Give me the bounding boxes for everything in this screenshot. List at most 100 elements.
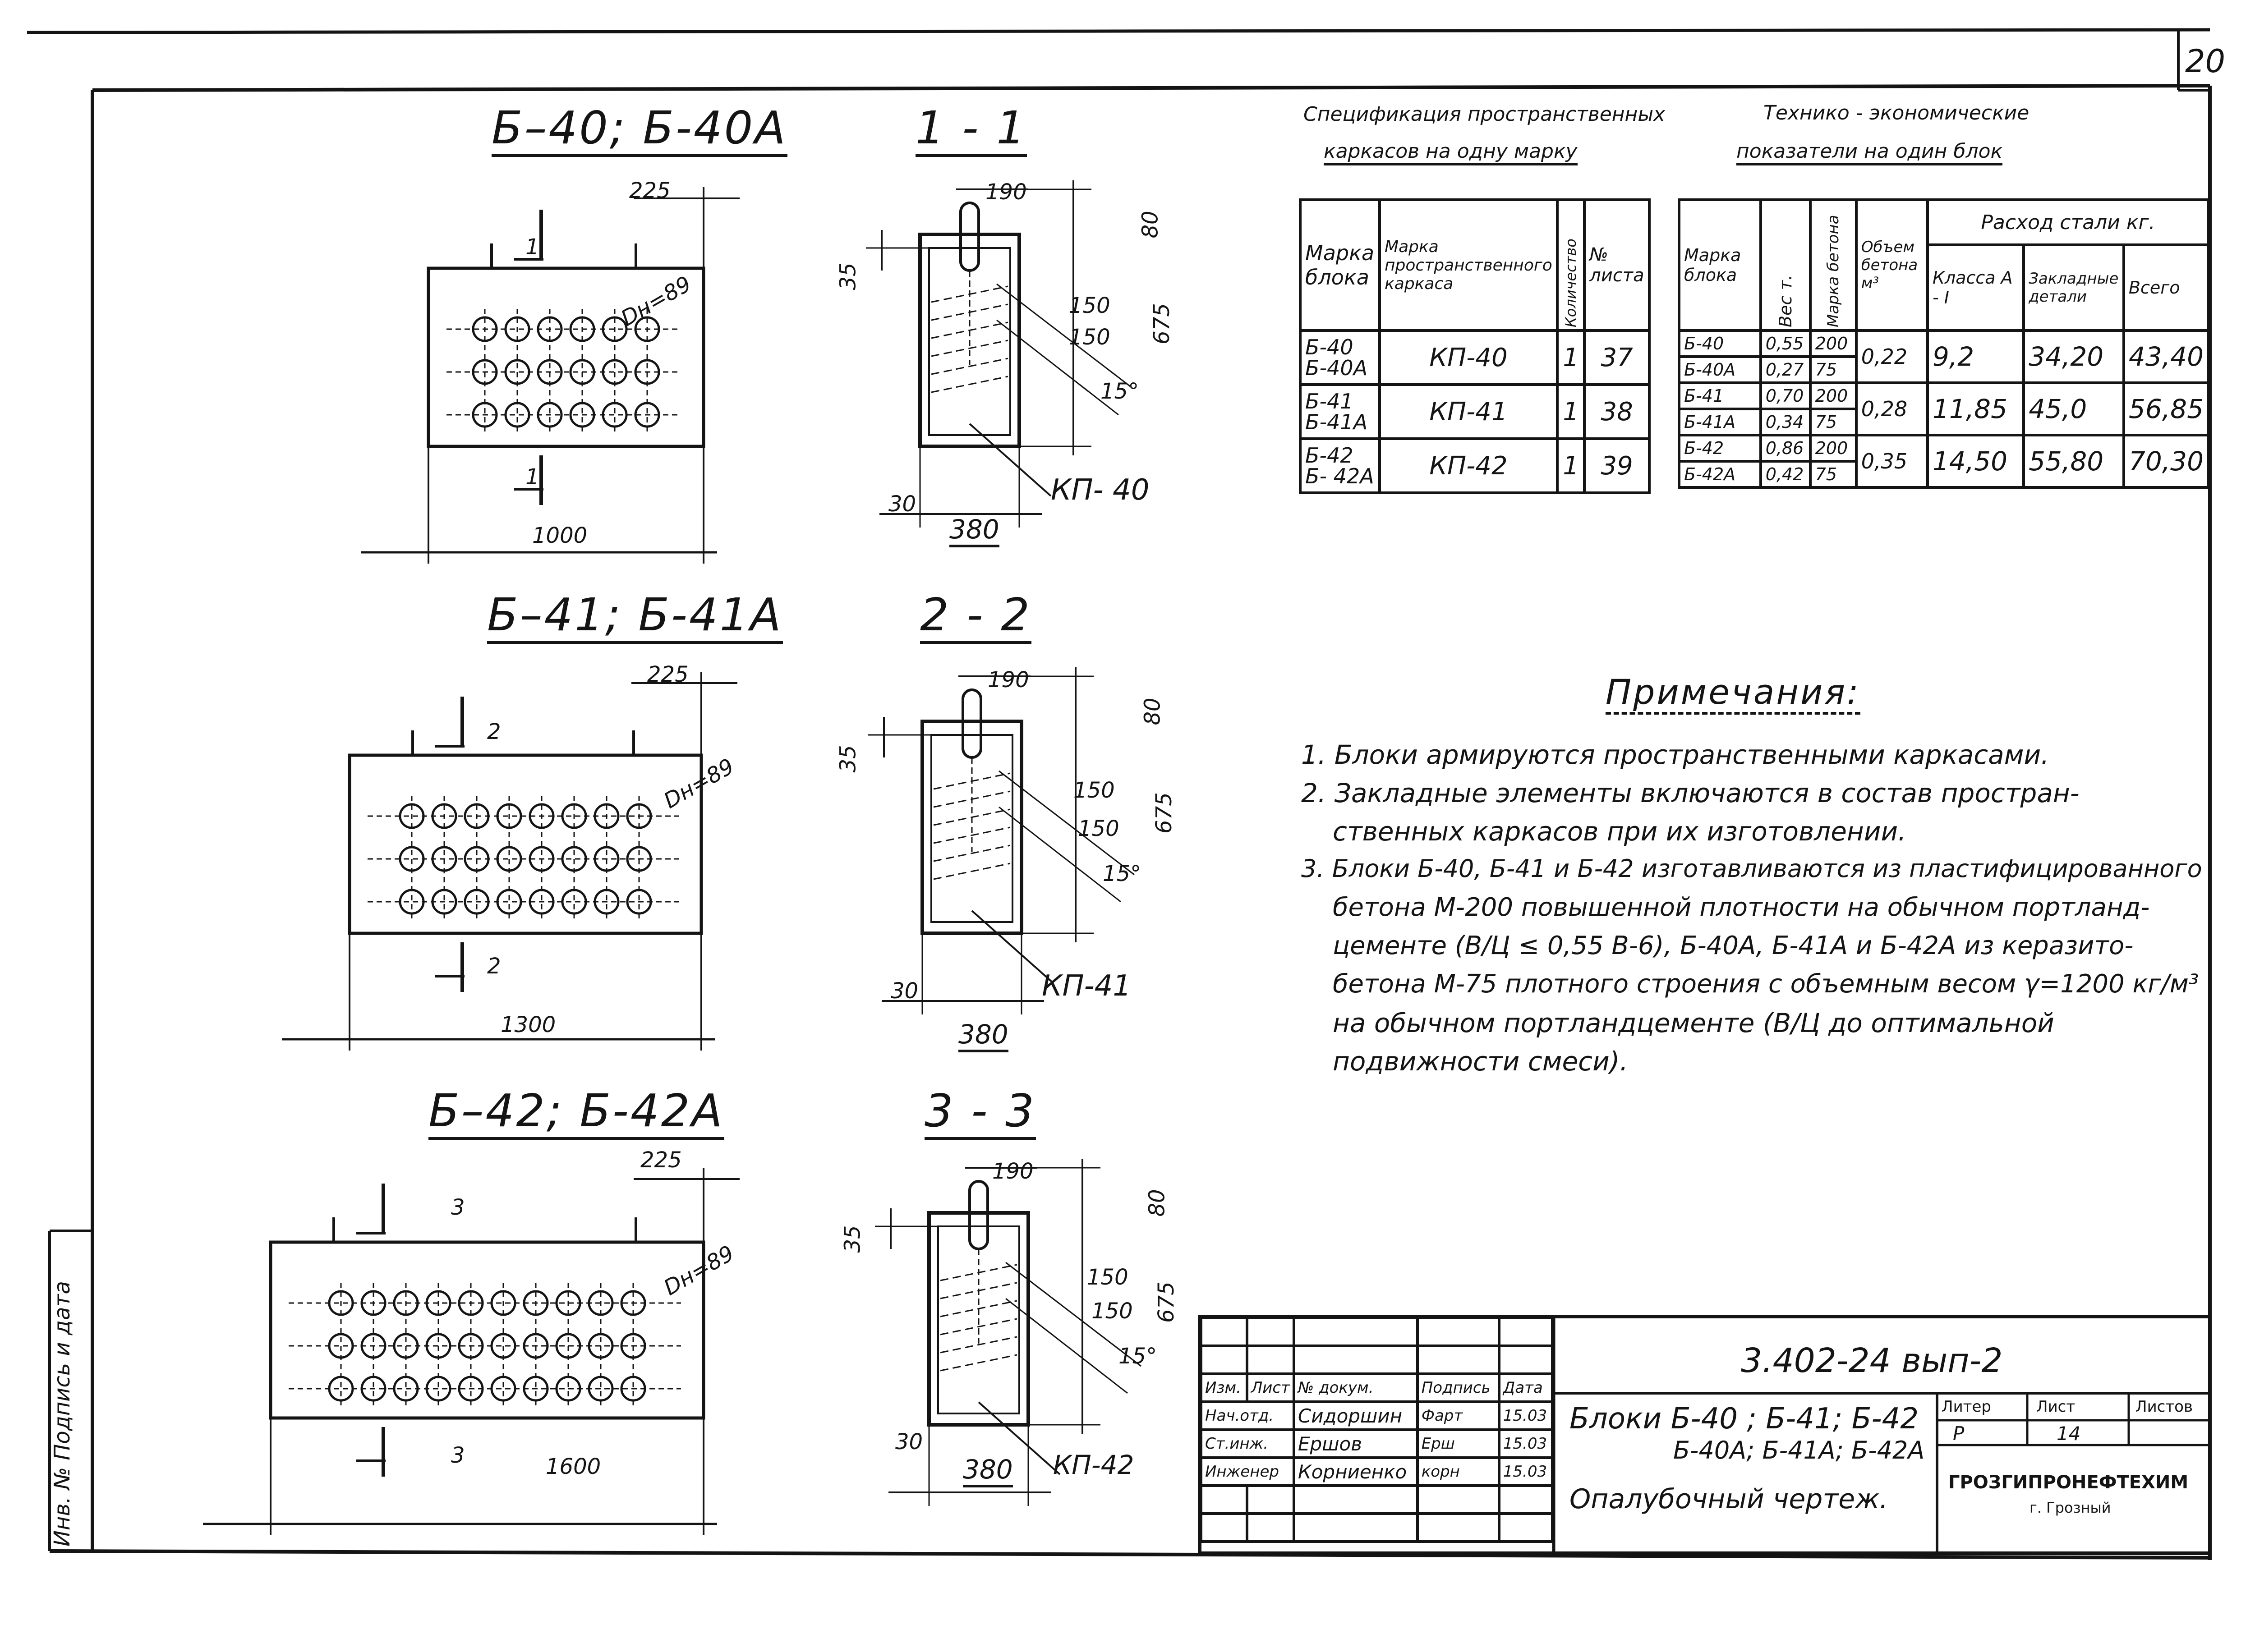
hatch-line	[931, 376, 1008, 393]
hole	[458, 1290, 484, 1316]
hatch-line	[933, 844, 1011, 862]
hole	[620, 1333, 646, 1359]
tech-group-total: 43,40	[2122, 329, 2210, 384]
tech-group-volume: 0,22	[1855, 329, 1929, 384]
tech-row-mark: Б-41	[1678, 381, 1762, 410]
spec-row-frame: КП-42	[1378, 437, 1559, 494]
section-outline	[920, 720, 1023, 935]
stamp-doc-code: 3.402-24 вып-2	[1741, 1341, 2003, 1380]
stamp-title-line1: Блоки Б-40 ; Б-41; Б-42	[1569, 1402, 1919, 1436]
stamp-header-sheet: Лист	[1245, 1372, 1295, 1403]
hole	[634, 316, 660, 342]
hatch-line	[933, 772, 1011, 790]
hole	[472, 402, 498, 428]
hole	[425, 1333, 451, 1359]
sec1-150a: 150	[1069, 293, 1110, 318]
sec1-30: 30	[888, 491, 916, 517]
hatch-line	[940, 1318, 1017, 1335]
leader-line	[978, 1401, 1061, 1475]
cut-bottom-3: 3	[451, 1443, 465, 1468]
hole	[472, 359, 498, 385]
stamp-header-change: Изм.	[1200, 1372, 1248, 1403]
dimension-line	[1005, 1298, 1128, 1394]
hole	[634, 359, 660, 385]
hole	[529, 803, 555, 829]
rebar-cage	[928, 247, 1011, 436]
dim-225-b40: 225	[629, 178, 671, 203]
stamp-signature: Фарт	[1416, 1400, 1500, 1431]
hole	[594, 846, 620, 872]
sec2-top-dim: 190	[988, 667, 1029, 693]
hole	[588, 1333, 614, 1359]
sec2-380: 380	[958, 1019, 1008, 1052]
tech-header-steel: Расход стали кг.	[1926, 198, 2210, 246]
tech-header-mark: Марка блока	[1678, 198, 1762, 332]
hole	[360, 1290, 387, 1316]
spec-header-mark: Марка блока	[1298, 198, 1381, 332]
tech-row-mark: Б-42	[1678, 434, 1762, 463]
spec-header-frame: Марка пространственного каркаса	[1378, 198, 1559, 332]
hole	[490, 1333, 516, 1359]
tech-row-weight: 0,70	[1759, 381, 1812, 410]
hole	[399, 846, 425, 872]
hole	[594, 889, 620, 915]
tech-group-volume: 0,35	[1855, 434, 1929, 489]
hole	[561, 889, 587, 915]
hatch-line	[931, 303, 1008, 321]
block-outline	[427, 266, 705, 448]
dimension-line	[999, 770, 1135, 876]
block-title-b41: Б–41; Б-41А	[487, 588, 783, 644]
tech-row-grade: 75	[1809, 460, 1858, 489]
dim-225-b41: 225	[647, 662, 689, 687]
cut-top-2: 2	[487, 719, 501, 744]
hole	[328, 1376, 354, 1402]
note-line: бетона М-75 плотного строения с объемным…	[1333, 969, 2199, 999]
stamp-header-sign: Подпись	[1416, 1372, 1500, 1403]
hole	[360, 1333, 387, 1359]
stamp-date: 15.03	[1497, 1456, 1554, 1487]
hatch-line	[940, 1336, 1017, 1354]
dimension-line	[999, 806, 1121, 903]
section-title-2: 2 - 2	[920, 588, 1031, 644]
frame-kp40: КП- 40	[1051, 473, 1150, 507]
width-b41: 1300	[501, 1012, 556, 1037]
hole	[594, 803, 620, 829]
tech-row-weight: 0,27	[1759, 355, 1812, 384]
hole	[569, 316, 595, 342]
hatch-line	[940, 1354, 1017, 1372]
hole	[523, 1333, 549, 1359]
tech-group-total: 56,85	[2122, 381, 2210, 436]
stamp-title-line3: Опалубочный чертеж.	[1569, 1483, 1888, 1515]
spec-title-line1: Спецификация пространственных	[1303, 103, 1666, 126]
stamp-signature: Ерш	[1416, 1428, 1500, 1459]
hole	[431, 889, 457, 915]
tech-row-mark: Б-41А	[1678, 408, 1762, 436]
cut-top-3: 3	[451, 1195, 465, 1220]
cut-bottom-1: 1	[525, 464, 539, 490]
hole	[634, 402, 660, 428]
hole	[620, 1290, 646, 1316]
sec3-top-dim: 190	[992, 1159, 1034, 1184]
spec-row-qty: 1	[1555, 329, 1586, 386]
hole	[490, 1290, 516, 1316]
section-outline	[918, 233, 1021, 448]
sec1-15deg: 15°	[1100, 379, 1139, 404]
rebar-cage	[930, 734, 1013, 923]
stamp-name: Корниенко	[1292, 1456, 1419, 1487]
spec-table: Марка блока Марка пространственного карк…	[1298, 198, 1651, 494]
hole	[490, 1376, 516, 1402]
hole	[431, 803, 457, 829]
hole	[602, 402, 628, 428]
tech-row-mark: Б-40А	[1678, 355, 1762, 384]
rebar-cage	[937, 1225, 1020, 1414]
tech-title-line2: показатели на один блок	[1736, 140, 2003, 165]
hatch-line	[931, 358, 1008, 375]
spec-row-frame: КП-41	[1378, 383, 1559, 440]
stamp-sheet-header: Лист	[2036, 1398, 2076, 1416]
sec3-30: 30	[895, 1429, 923, 1455]
note-line: 2. Закладные элементы включаются в соста…	[1301, 778, 2080, 808]
hole	[626, 803, 652, 829]
tech-row-grade: 75	[1809, 408, 1858, 436]
tech-header-volume: Объем бетона м³	[1855, 198, 1929, 332]
